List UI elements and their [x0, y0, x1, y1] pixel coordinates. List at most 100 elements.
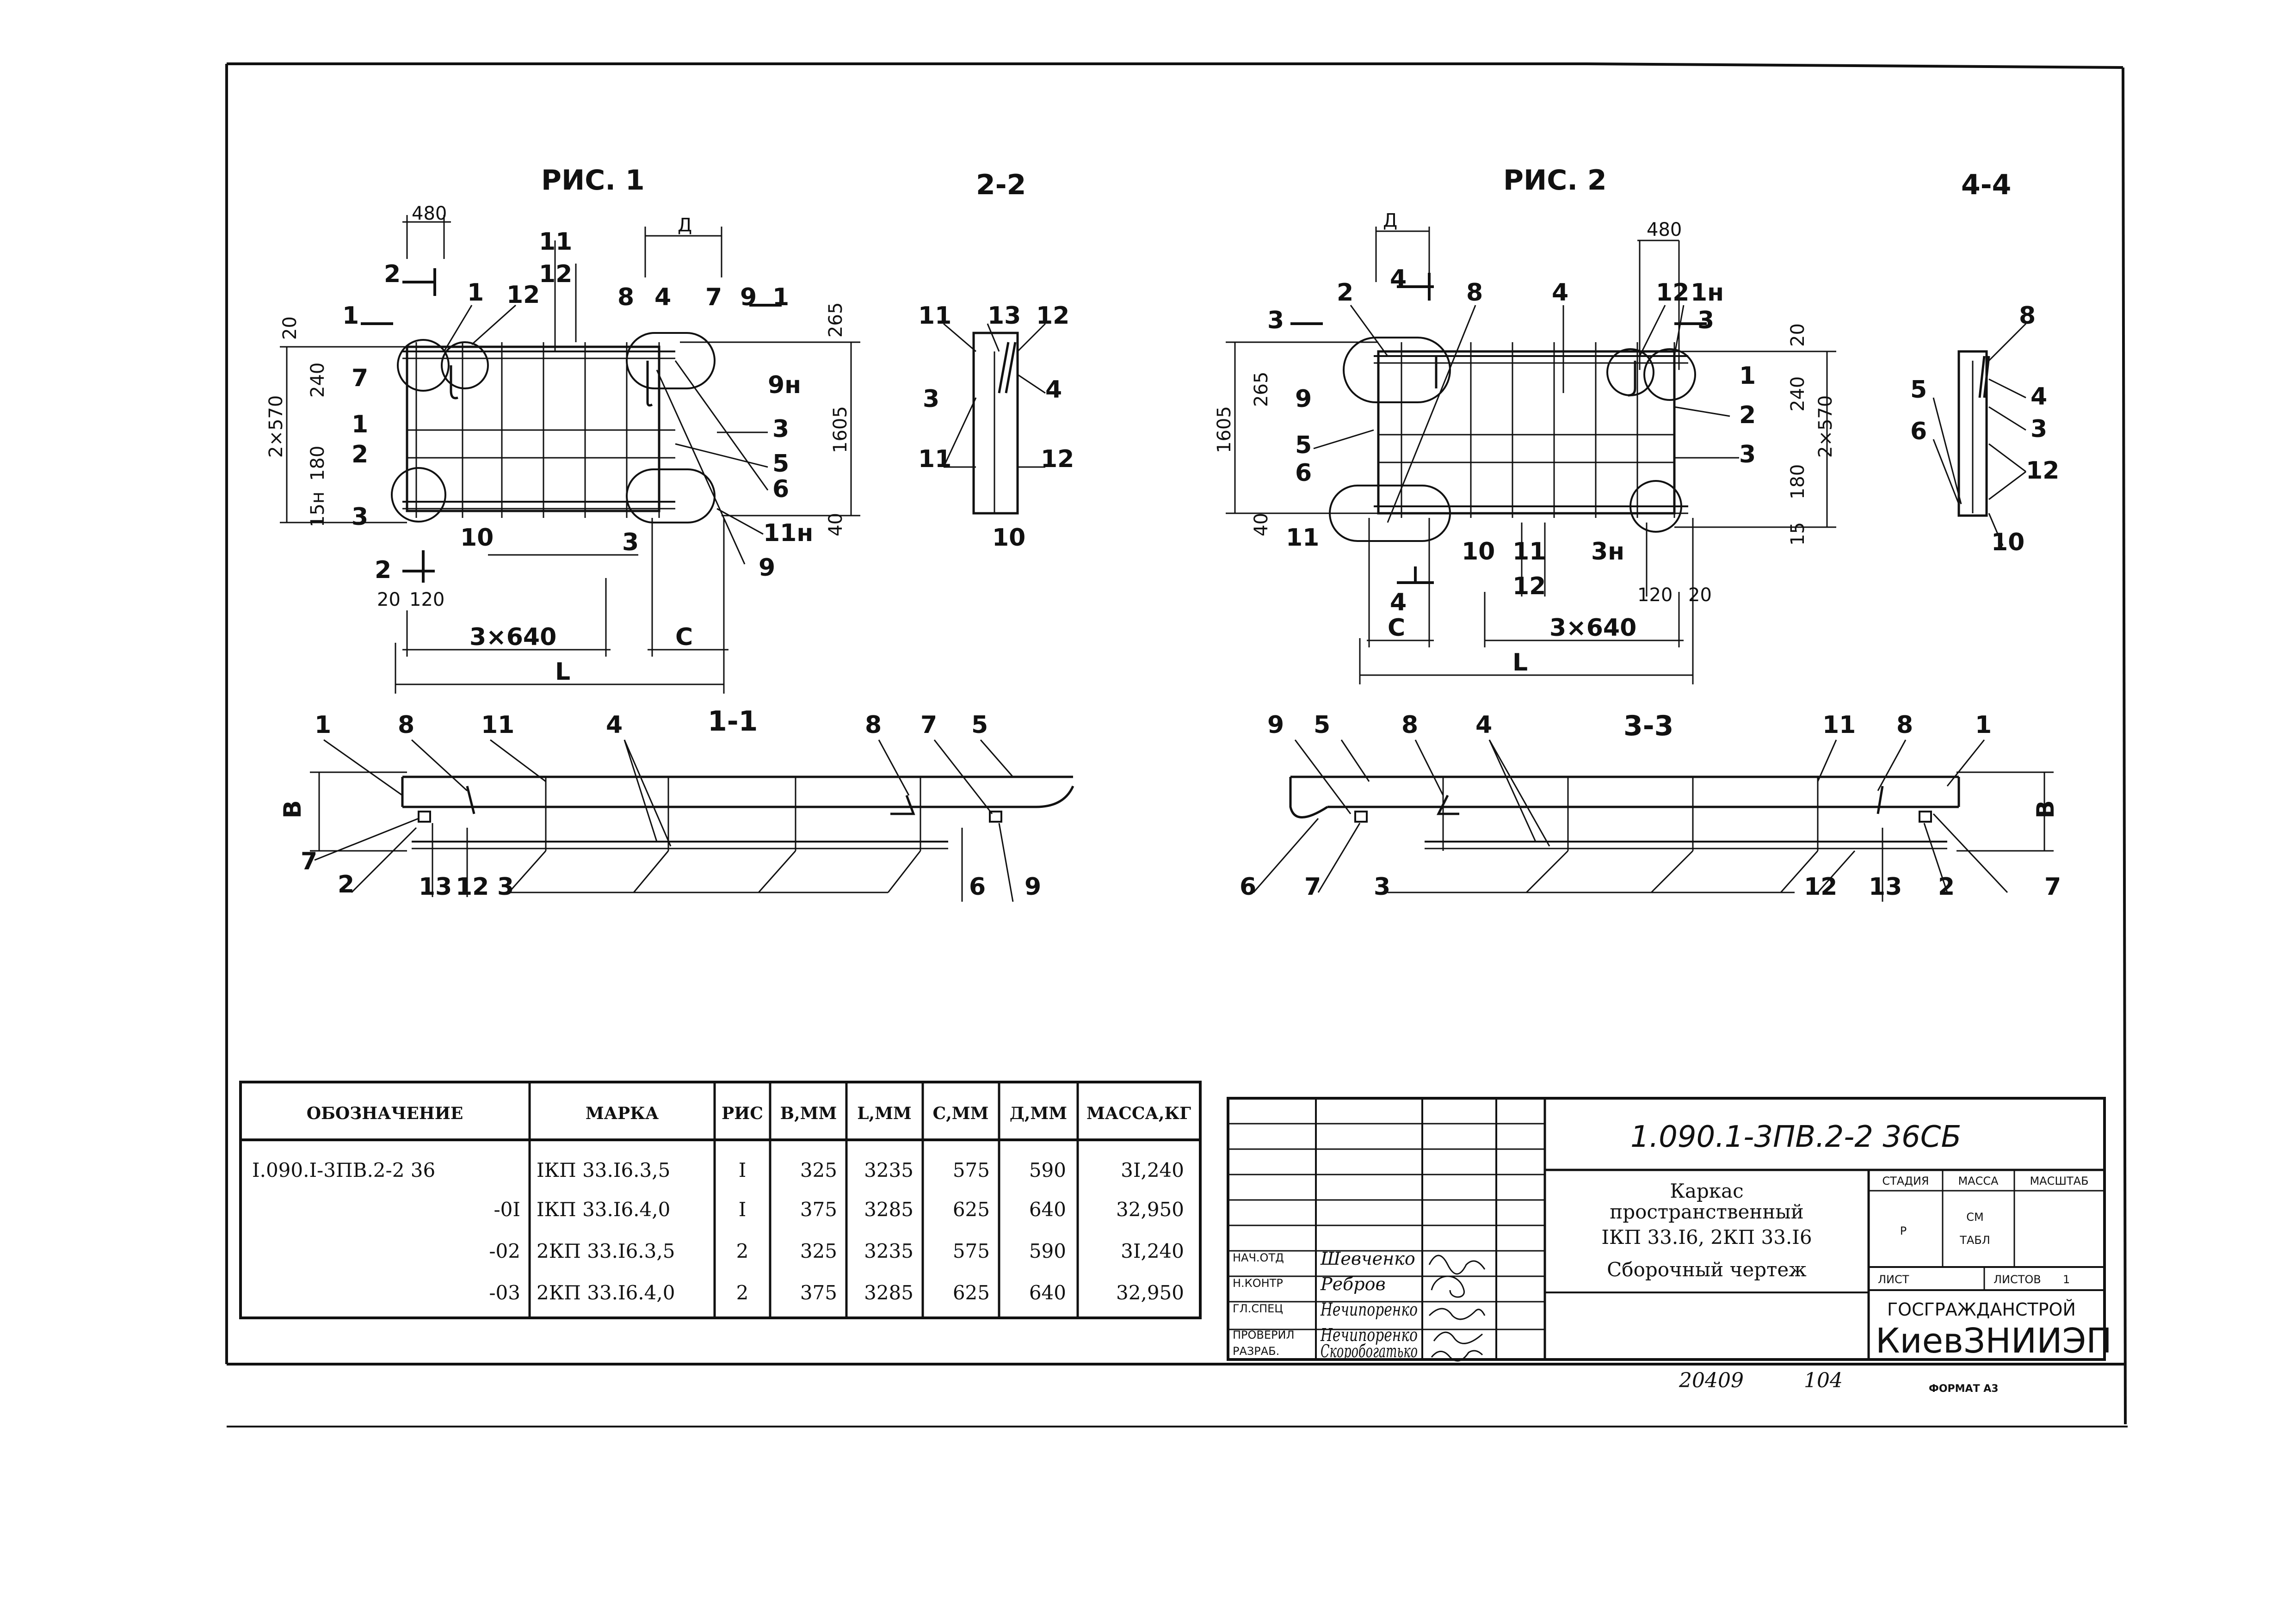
spec-row2-b: 325 — [800, 1240, 837, 1262]
fig2-title: РИС. 2 — [1503, 164, 1607, 197]
spec-header-b: В,ММ — [780, 1104, 837, 1123]
fig1-dim-180: 180 — [307, 446, 328, 481]
spec-row2-designation: -02 — [489, 1240, 520, 1262]
s44-n8: 8 — [2019, 302, 2036, 330]
s22-n11b: 11 — [918, 445, 951, 473]
s44-n6: 6 — [1910, 418, 1927, 445]
s44-n3: 3 — [2031, 415, 2047, 443]
fig2-n11b: 11 — [1512, 538, 1546, 566]
fig1-title: РИС. 1 — [541, 164, 645, 197]
fig2-n10: 10 — [1462, 538, 1495, 566]
fig1-cut-2: 2 — [384, 260, 401, 288]
fig2-n11: 11 — [1286, 524, 1319, 552]
spec-row2-mass: 3I,240 — [1121, 1240, 1184, 1262]
fig1-n3: 3 — [352, 503, 368, 531]
section-1-1-title: 1-1 — [708, 705, 758, 738]
fig1-n14: 1 — [772, 283, 789, 311]
fig2-n2: 2 — [1337, 279, 1353, 307]
fig2-n1: 1 — [1739, 362, 1756, 390]
fig2-dim-15: 15 — [1787, 522, 1808, 546]
fig1-dim-265: 265 — [825, 302, 846, 338]
fig1-n12b: 12 — [539, 260, 572, 288]
spec-row1-fig: I — [739, 1198, 747, 1221]
doc-code: 1.090.1-3ПВ.2-2 36СБ — [1630, 1120, 1961, 1154]
sheet-number: 104 — [1804, 1369, 1843, 1392]
signatures — [1428, 1255, 1486, 1362]
fig1-dim-20: 20 — [279, 316, 301, 340]
mass-value: СМ — [1966, 1211, 1983, 1224]
s33-n6: 6 — [1240, 873, 1256, 901]
role-1: Н.КОНТР — [1233, 1277, 1283, 1290]
fig1-n2: 2 — [352, 441, 368, 468]
fig2-n3n: 3н — [1591, 538, 1624, 566]
fig2-dim-c: С — [1388, 614, 1405, 642]
fig2-cut-4: 4 — [1390, 265, 1407, 293]
figure-1: РИС. 1 — [265, 164, 860, 694]
s11-n1: 1 — [315, 711, 331, 739]
spec-row1-c: 625 — [953, 1198, 990, 1221]
spec-header-c: С,ММ — [933, 1104, 989, 1123]
s22-n4: 4 — [1045, 376, 1062, 404]
fig1-n1b: 1 — [352, 411, 368, 438]
fig1-n9: 9 — [740, 283, 757, 311]
s11-n3: 3 — [497, 873, 514, 901]
doc-name-line1: Каркас — [1670, 1180, 1743, 1202]
s11-n11: 11 — [481, 711, 514, 739]
s11-n7b: 7 — [301, 848, 317, 875]
fig1-n6: 6 — [772, 475, 789, 503]
fig1-cut-1: 1 — [342, 302, 359, 330]
footer: 20409 104 ФОРМАТ А3 — [1679, 1369, 1999, 1395]
fig2-dim-265: 265 — [1251, 372, 1272, 407]
spec-row2-l: 3235 — [864, 1240, 913, 1262]
section-1-1: 1-1 — [279, 705, 1074, 902]
fig2-n3: 3 — [1739, 441, 1756, 468]
spec-row1-designation: -0I — [494, 1198, 520, 1221]
fig2-n12: 12 — [1656, 279, 1689, 307]
fig2-dim-120: 120 — [1637, 584, 1673, 606]
fig1-dim-1605: 1605 — [830, 406, 851, 453]
fig1-n8: 8 — [617, 283, 634, 311]
section-4-4: 4-4 8 5 6 4 3 12 10 — [1910, 169, 2059, 556]
s33-n12: 12 — [1804, 873, 1837, 901]
spec-row1-mark: IКП 33.I6.4,0 — [537, 1198, 670, 1221]
spec-row0-mass: 3I,240 — [1121, 1159, 1184, 1181]
fig1-n5: 5 — [772, 450, 789, 478]
fig1-plan — [280, 215, 860, 694]
s33-n1: 1 — [1975, 711, 1992, 739]
inv-number: 20409 — [1679, 1369, 1744, 1392]
fig2-n9: 9 — [1295, 385, 1312, 413]
fig1-n7b: 7 — [705, 283, 722, 311]
fig2-cut-4b: 4 — [1390, 589, 1407, 616]
fig1-n4: 4 — [654, 283, 671, 311]
s22-n12: 12 — [1036, 302, 1069, 330]
spec-header-d: Д,ММ — [1010, 1104, 1067, 1123]
spec-row3-mass: 32,950 — [1116, 1281, 1184, 1304]
fig2-dim-1605: 1605 — [1214, 406, 1235, 453]
role-3: ПРОВЕРИЛ — [1233, 1329, 1295, 1341]
s33-n8: 8 — [1401, 711, 1418, 739]
spec-row1-d: 640 — [1029, 1198, 1066, 1221]
s44-n5: 5 — [1910, 376, 1927, 404]
s33-n13: 13 — [1869, 873, 1902, 901]
spec-row0-c: 575 — [953, 1159, 990, 1181]
fig1-n3b: 3 — [622, 529, 639, 556]
fig1-dim-480: 480 — [412, 203, 447, 224]
spec-header-mass: МАССА,КГ — [1086, 1104, 1191, 1123]
fig1-callouts: 2 1 2 1 12 11 12 7 1 2 3 10 3 8 4 7 9 1 … — [342, 228, 813, 584]
fig1-dim-20b: 20 — [377, 589, 401, 610]
fig1-dim-240: 240 — [307, 363, 328, 398]
fig2-n2b: 2 — [1739, 401, 1756, 429]
s11-n9: 9 — [1025, 873, 1041, 901]
fig2-n5: 5 — [1295, 431, 1312, 459]
s33-n5: 5 — [1314, 711, 1330, 739]
fig1-n12: 12 — [506, 281, 540, 309]
spec-row1-b: 375 — [800, 1198, 837, 1221]
fig1-n11n: 11н — [763, 519, 813, 547]
section-3-3: 3-3 — [1240, 710, 2061, 902]
name-3: Нечипоренко — [1320, 1325, 1418, 1345]
stage-value: Р — [1900, 1224, 1907, 1237]
spec-header-mark: МАРКА — [586, 1104, 659, 1123]
spec-row2-d: 590 — [1029, 1240, 1066, 1262]
stage-label: СТАДИЯ — [1882, 1175, 1929, 1187]
sheet-label: ЛИСТ — [1878, 1273, 1909, 1286]
